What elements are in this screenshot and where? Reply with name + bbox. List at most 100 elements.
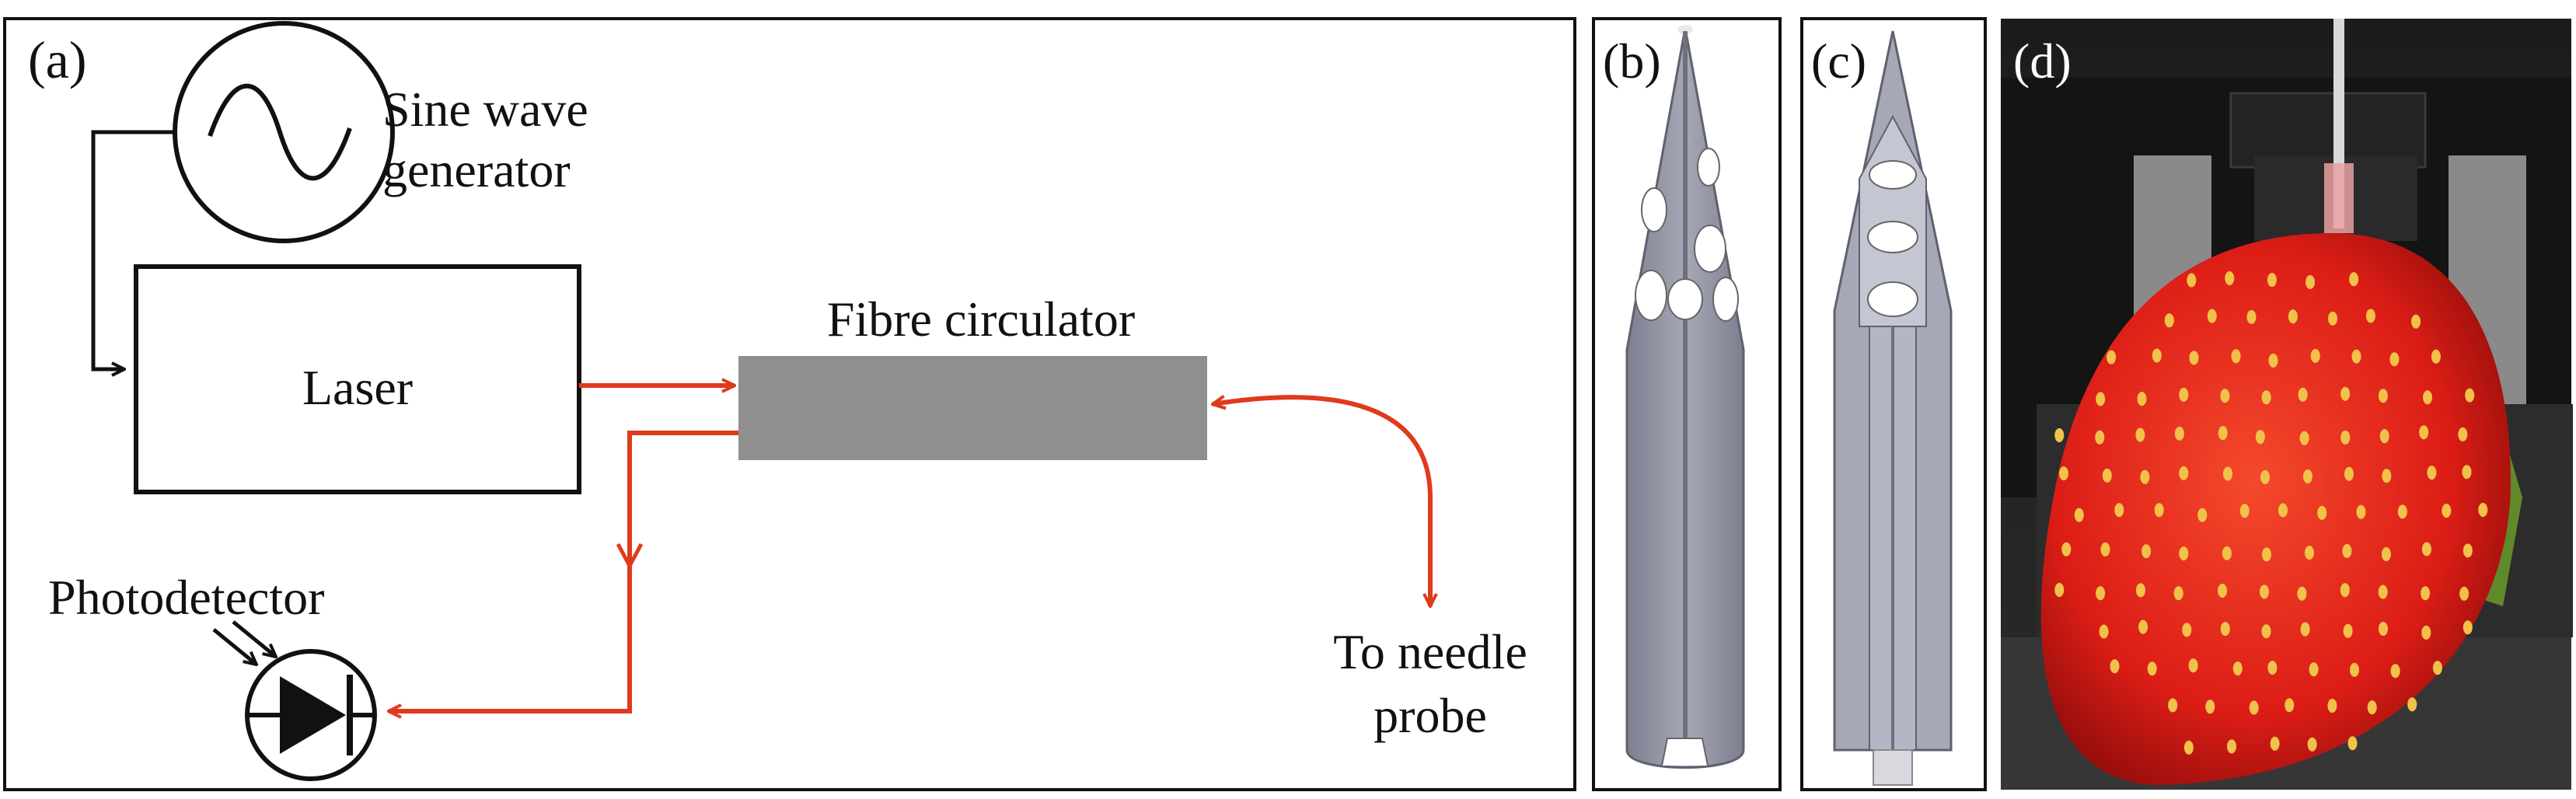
strawberry-seed [2107,350,2117,365]
strawberry-seed [2432,661,2442,675]
strawberry-seed [2307,737,2317,752]
strawberry-seed [2421,542,2431,557]
strawberry-seed [2300,622,2310,637]
strawberry-seed [2141,544,2152,559]
strawberry-seed [2261,390,2271,405]
panel-d-letter: (d) [2013,33,2072,89]
strawberry-seed [2310,348,2320,363]
strawberry-seed [2179,387,2189,402]
strawberry-seed [2218,584,2228,598]
strawberry-seed [2140,469,2150,484]
panel-c: (c) [1800,17,1987,791]
strawberry-seed [2218,426,2228,441]
circulator-to-needle-fibre [1213,397,1430,606]
strawberry-seed [2302,469,2312,483]
strawberry-seed [2421,586,2431,601]
strawberry-seed [2197,508,2208,522]
strawberry-seed [2463,543,2473,558]
strawberry-seed [2297,586,2307,601]
strawberry-seed [2305,546,2314,560]
probe-cavity [1867,221,1918,253]
circulator-to-photodetector-fibre [389,431,738,711]
strawberry-seed [2231,349,2241,364]
panel-d: (d) [2001,19,2573,790]
probe-hole [1635,270,1667,321]
strawberry-seed [2431,349,2441,364]
strawberry-seed [2382,469,2392,483]
strawberry-seed [2327,699,2337,713]
panel-a-border [3,17,1576,791]
strawberry-seed [2137,392,2147,406]
strawberry-seed [2223,466,2232,481]
strawberry-seed [2317,505,2327,520]
strawberry-seed [2389,352,2400,367]
photodiode-icon [212,620,377,781]
strawberry-seed [2260,584,2269,599]
strawberry-seed [2427,466,2437,480]
strawberry-seed [2390,664,2400,679]
strawberry-seed [2342,543,2352,558]
needle-label-line1: To needle [1333,624,1527,679]
strawberry-seed [2246,309,2257,324]
strawberry-seed [2232,661,2243,676]
strawberry-seed [2174,426,2184,441]
strawberry-seed [2462,465,2472,480]
sine-generator-circle [173,21,395,243]
strawberry-seed [2183,740,2194,755]
strawberry-seed [2379,429,2389,444]
strawberry-seed [2305,275,2315,289]
strawberry-seed [2379,622,2388,636]
strawberry-seed [2278,503,2288,518]
strawberry-seed [2423,390,2432,405]
laser-label: Laser [302,360,413,415]
strawberry-seed [2270,736,2280,751]
strawberry-seed [2220,389,2230,403]
strawberry-seed [2381,547,2391,561]
strawberry-seed [2054,428,2065,442]
strawberry-seed [2110,659,2120,674]
probe-hole [1667,278,1703,320]
probe-cavity [1869,160,1917,190]
strawberry-seed [2164,313,2174,328]
strawberry-seed [2220,622,2230,637]
strawberry-seed [2135,427,2145,442]
strawberry-seed [2463,620,2473,635]
strawberry-seed [2351,349,2361,364]
needle-label-line2: probe [1374,688,1487,743]
sine-generator-label-line1: Sine wave [382,82,588,137]
strawberry-seed [2222,546,2232,560]
strawberry-seed [2173,586,2183,601]
strawberry-seed [2328,311,2337,326]
strawberry-seed [2225,271,2235,285]
strawberry-seed [2378,584,2388,599]
strawberry-seed [2168,698,2178,713]
strawberry-seed [2378,389,2388,403]
strawberry-seed [2152,348,2162,363]
needle-probe-cross-section [1833,30,1953,786]
panel-a-letter: (a) [28,30,86,89]
strawberry-seed [2102,468,2112,483]
strawberry-seed [2054,583,2065,597]
strawberry-seed [2138,619,2148,634]
strawberry-seed [2255,430,2265,445]
strawberry-seed [2465,388,2475,403]
strawberry-seed [2188,658,2198,673]
panel-a: (a) Sine wave generator Laser Fibre circ… [3,17,1576,791]
strawberry-seed [2205,700,2215,714]
probe-hole [1641,187,1667,232]
strawberry-seed [2340,583,2350,598]
panel-b: (b) [1592,17,1782,791]
strawberry-seed [2367,700,2377,715]
strawberry-seed [2458,427,2468,441]
sine-generator-label-line2: generator [382,142,571,197]
strawberry-seed [2299,431,2309,445]
strawberry-seed [2187,273,2197,288]
strawberry-seed [2365,309,2375,323]
strawberry-seed [2074,508,2084,522]
strawberry-seed [2114,503,2124,518]
strawberry-seed [2350,662,2359,677]
strawberry-seed [2356,504,2366,519]
strawberry-seed [2349,272,2359,287]
needle-probe-external-render [1625,25,1745,769]
strawberry-seed [2343,623,2353,638]
